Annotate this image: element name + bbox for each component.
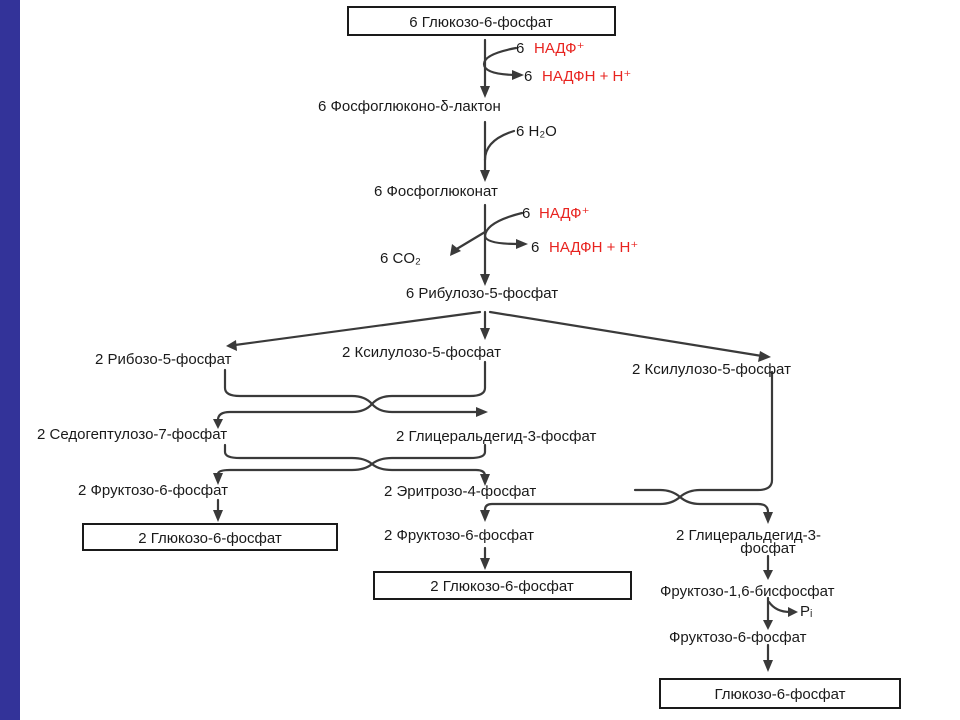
pathway-connectors: [213, 38, 798, 672]
step3-nadp-coef: 6: [522, 205, 530, 222]
start-glucose-box: [347, 6, 616, 36]
ribulose-label: 6 Рибулозо-5-фосфат: [406, 285, 558, 302]
step3-nadp-label: НАДФ⁺: [539, 205, 590, 222]
step1-nadp-coef: 6: [516, 40, 524, 57]
gap-a-label: 2 Глицеральдегид-3-фосфат: [396, 428, 597, 445]
fbp-label: Фруктозо-1,6-бисфосфат: [660, 583, 835, 600]
step1-nadp-label: НАДФ⁺: [534, 40, 585, 57]
xylulose-b-label: 2 Ксилулозо-5-фосфат: [632, 361, 791, 378]
step2-water-label: 6 H₂O: [516, 123, 557, 140]
gluconate-label: 6 Фосфоглюконат: [374, 183, 498, 200]
slide-accent-bar: [0, 0, 20, 720]
gap-b-line1: 2 Глицеральдегид-3-: [676, 527, 821, 544]
fructose-c-label: Фруктозо-6-фосфат: [669, 629, 807, 646]
start-glucose-label: 6 Глюкозо-6-фосфат: [409, 14, 553, 31]
step1-nadph-coef: 6: [524, 68, 532, 85]
pi-label: Pᵢ: [800, 603, 812, 620]
glucose-c-label: Глюкозо-6-фосфат: [715, 686, 846, 703]
glucose-a-box: [82, 523, 338, 551]
step3-nadph-label: НАДФН + Н⁺: [549, 239, 638, 256]
erythrose-label: 2 Эритрозо-4-фосфат: [384, 483, 536, 500]
step3-nadph-coef: 6: [531, 239, 539, 256]
glucose-c-box: [659, 678, 901, 709]
glucose-b-box: [373, 571, 632, 600]
xylulose-a-label: 2 Ксилулозо-5-фосфат: [342, 344, 501, 361]
step1-nadph-label: НАДФН + Н⁺: [542, 68, 631, 85]
glucose-b-label: 2 Глюкозо-6-фосфат: [430, 578, 574, 595]
fructose-b-label: 2 Фруктозо-6-фосфат: [384, 527, 534, 544]
ribose-label: 2 Рибозо-5-фосфат: [95, 351, 232, 368]
glucose-a-label: 2 Глюкозо-6-фосфат: [138, 530, 282, 547]
co2-label: 6 CO₂: [380, 250, 421, 267]
lactone-label: 6 Фосфоглюконо-δ-лактон: [318, 98, 501, 115]
sedoheptulose-label: 2 Седогептулозо-7-фосфат: [37, 426, 227, 443]
gap-b-line2: фосфат: [740, 540, 796, 557]
fructose-a-label: 2 Фруктозо-6-фосфат: [78, 482, 228, 499]
